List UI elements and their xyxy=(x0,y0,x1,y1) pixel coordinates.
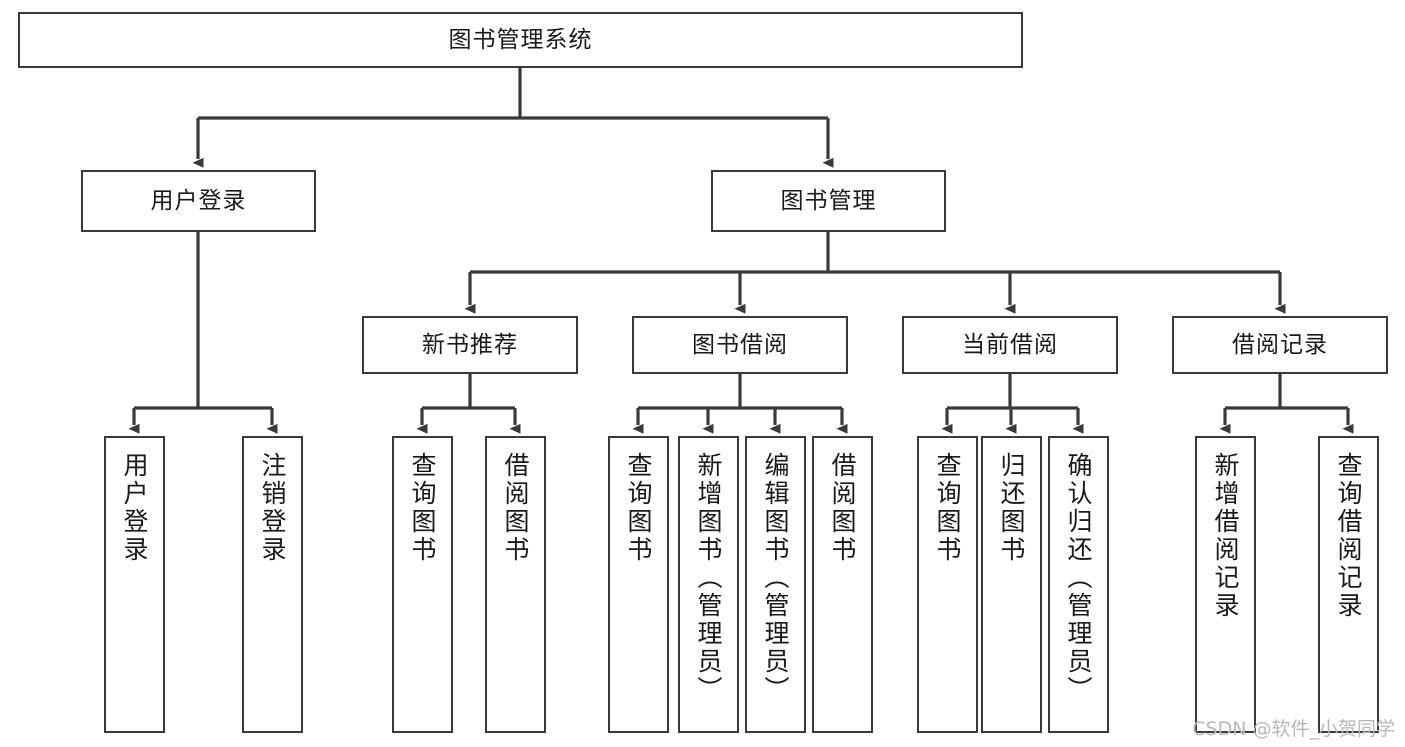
node-root-system[interactable]: 图书管理系统 xyxy=(18,12,1023,68)
leaf-user-login[interactable]: 用户登录 xyxy=(104,436,165,733)
leaf-logout-login[interactable]: 注销登录 xyxy=(242,436,303,733)
node-label: 新增图书（管理员） xyxy=(694,452,723,704)
node-label: 注销登录 xyxy=(258,452,287,564)
leaf-query-borrow-record[interactable]: 查询借阅记录 xyxy=(1318,436,1379,733)
node-label: 查询图书 xyxy=(624,452,653,564)
leaf-query-book-borrow[interactable]: 查询图书 xyxy=(608,436,669,733)
node-label: 归还图书 xyxy=(997,452,1026,564)
node-label: 确认归还（管理员） xyxy=(1064,452,1093,704)
node-label: 借阅图书 xyxy=(828,452,857,564)
node-label: 用户登录 xyxy=(150,187,247,214)
node-label: 借阅记录 xyxy=(1232,331,1328,358)
leaf-confirm-return-admin[interactable]: 确认归还（管理员） xyxy=(1048,436,1109,733)
node-label: 新书推荐 xyxy=(422,331,518,358)
node-label: 借阅图书 xyxy=(501,452,530,564)
node-label: 编辑图书（管理员） xyxy=(761,452,790,704)
node-current-borrow[interactable]: 当前借阅 xyxy=(902,316,1118,374)
leaf-edit-book-admin[interactable]: 编辑图书（管理员） xyxy=(745,436,806,733)
node-new-book-recommend[interactable]: 新书推荐 xyxy=(362,316,578,374)
node-label: 查询借阅记录 xyxy=(1334,452,1363,620)
leaf-query-book-current[interactable]: 查询图书 xyxy=(917,436,978,733)
node-label: 新增借阅记录 xyxy=(1211,452,1240,620)
node-label: 图书管理系统 xyxy=(448,26,593,53)
node-label: 当前借阅 xyxy=(962,331,1058,358)
leaf-borrow-book-recommend[interactable]: 借阅图书 xyxy=(485,436,546,733)
node-book-management[interactable]: 图书管理 xyxy=(711,170,946,232)
node-user-login[interactable]: 用户登录 xyxy=(81,170,316,232)
node-book-borrow[interactable]: 图书借阅 xyxy=(632,316,848,374)
node-label: 用户登录 xyxy=(120,452,149,564)
leaf-return-book[interactable]: 归还图书 xyxy=(981,436,1042,733)
leaf-borrow-book[interactable]: 借阅图书 xyxy=(812,436,873,733)
node-label: 图书借阅 xyxy=(692,331,788,358)
node-label: 查询图书 xyxy=(408,452,437,564)
node-label: 查询图书 xyxy=(933,452,962,564)
node-borrow-record[interactable]: 借阅记录 xyxy=(1172,316,1388,374)
leaf-query-book-recommend[interactable]: 查询图书 xyxy=(392,436,453,733)
node-label: 图书管理 xyxy=(780,187,877,214)
leaf-add-book-admin[interactable]: 新增图书（管理员） xyxy=(678,436,739,733)
leaf-add-borrow-record[interactable]: 新增借阅记录 xyxy=(1195,436,1256,733)
